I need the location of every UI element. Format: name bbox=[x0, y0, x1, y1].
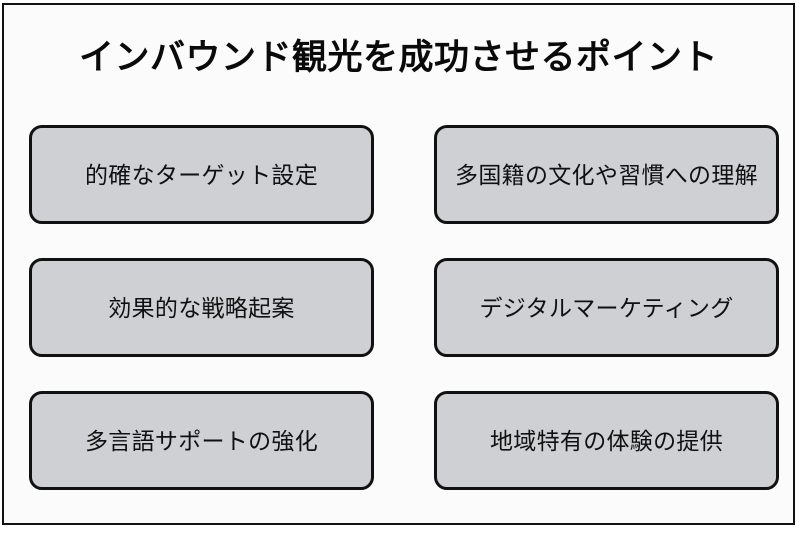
point-card-label: 多言語サポートの強化 bbox=[85, 427, 318, 454]
page-title: インバウンド観光を成功させるポイント bbox=[78, 38, 718, 77]
point-card-label: デジタルマーケティング bbox=[479, 294, 734, 321]
point-card-label: 多国籍の文化や習慣への理解 bbox=[455, 161, 758, 188]
point-card-digital-marketing[interactable]: デジタルマーケティング bbox=[434, 258, 779, 357]
point-card-label: 効果的な戦略起案 bbox=[108, 294, 295, 321]
points-grid: 的確なターゲット設定 多国籍の文化や習慣への理解 効果的な戦略起案 デジタルマー… bbox=[29, 125, 779, 490]
point-card-label: 地域特有の体験の提供 bbox=[490, 427, 723, 454]
points-row: 的確なターゲット設定 多国籍の文化や習慣への理解 bbox=[29, 125, 779, 224]
points-row: 効果的な戦略起案 デジタルマーケティング bbox=[29, 258, 779, 357]
slide-frame: インバウンド観光を成功させるポイント 的確なターゲット設定 多国籍の文化や習慣へ… bbox=[2, 3, 795, 525]
points-row: 多言語サポートの強化 地域特有の体験の提供 bbox=[29, 391, 779, 490]
point-card-effective-strategy[interactable]: 効果的な戦略起案 bbox=[29, 258, 374, 357]
point-card-multicultural-understanding[interactable]: 多国籍の文化や習慣への理解 bbox=[434, 125, 779, 224]
point-card-label: 的確なターゲット設定 bbox=[85, 161, 318, 188]
point-card-target-setting[interactable]: 的確なターゲット設定 bbox=[29, 125, 374, 224]
point-card-local-experience[interactable]: 地域特有の体験の提供 bbox=[434, 391, 779, 490]
point-card-multilingual-support[interactable]: 多言語サポートの強化 bbox=[29, 391, 374, 490]
